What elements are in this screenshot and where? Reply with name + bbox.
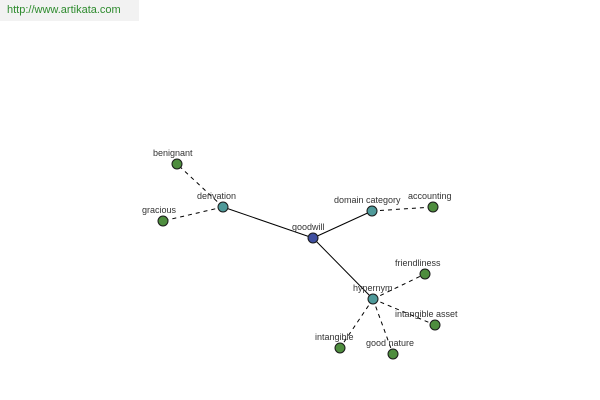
node-good-nature[interactable] <box>387 348 399 360</box>
label-hypernym: hypernym <box>353 283 393 293</box>
node-friendliness[interactable] <box>419 268 431 280</box>
node-intangible-asset[interactable] <box>429 319 441 331</box>
edge-goodwill-derivation <box>222 206 314 239</box>
edge-goodwill-hypernym <box>312 237 374 300</box>
edge-hypernym-good-nature <box>372 298 394 355</box>
label-gracious: gracious <box>142 205 177 215</box>
node-domain-category[interactable] <box>366 205 378 217</box>
edge-hypernym-intangible-asset <box>372 298 436 326</box>
label-friendliness: friendliness <box>395 258 441 268</box>
label-good-nature: good nature <box>366 338 414 348</box>
node-gracious[interactable] <box>157 215 169 227</box>
edge-domain-accounting <box>371 206 434 212</box>
label-intangible: intangible <box>315 332 354 342</box>
node-hypernym[interactable] <box>367 293 379 305</box>
label-domain-category: domain category <box>334 195 401 205</box>
graph-labels: goodwill derivation domain category hype… <box>142 148 458 348</box>
node-goodwill[interactable] <box>307 232 319 244</box>
edge-hypernym-intangible <box>339 298 374 349</box>
edge-hypernym-friendliness <box>372 273 426 300</box>
label-intangible-asset: intangible asset <box>395 309 458 319</box>
edge-derivation-benignant <box>176 163 224 208</box>
graph-edges <box>162 163 436 355</box>
node-derivation[interactable] <box>217 201 229 213</box>
label-goodwill: goodwill <box>292 222 325 232</box>
node-accounting[interactable] <box>427 201 439 213</box>
edge-derivation-gracious <box>162 206 224 222</box>
node-benignant[interactable] <box>171 158 183 170</box>
graph-nodes <box>157 158 441 360</box>
site-url-bar: http://www.artikata.com <box>0 0 139 21</box>
node-intangible[interactable] <box>334 342 346 354</box>
site-url-link[interactable]: http://www.artikata.com <box>7 4 121 16</box>
label-derivation: derivation <box>197 191 236 201</box>
label-benignant: benignant <box>153 148 193 158</box>
edge-goodwill-domain-category <box>312 210 373 239</box>
label-accounting: accounting <box>408 191 452 201</box>
